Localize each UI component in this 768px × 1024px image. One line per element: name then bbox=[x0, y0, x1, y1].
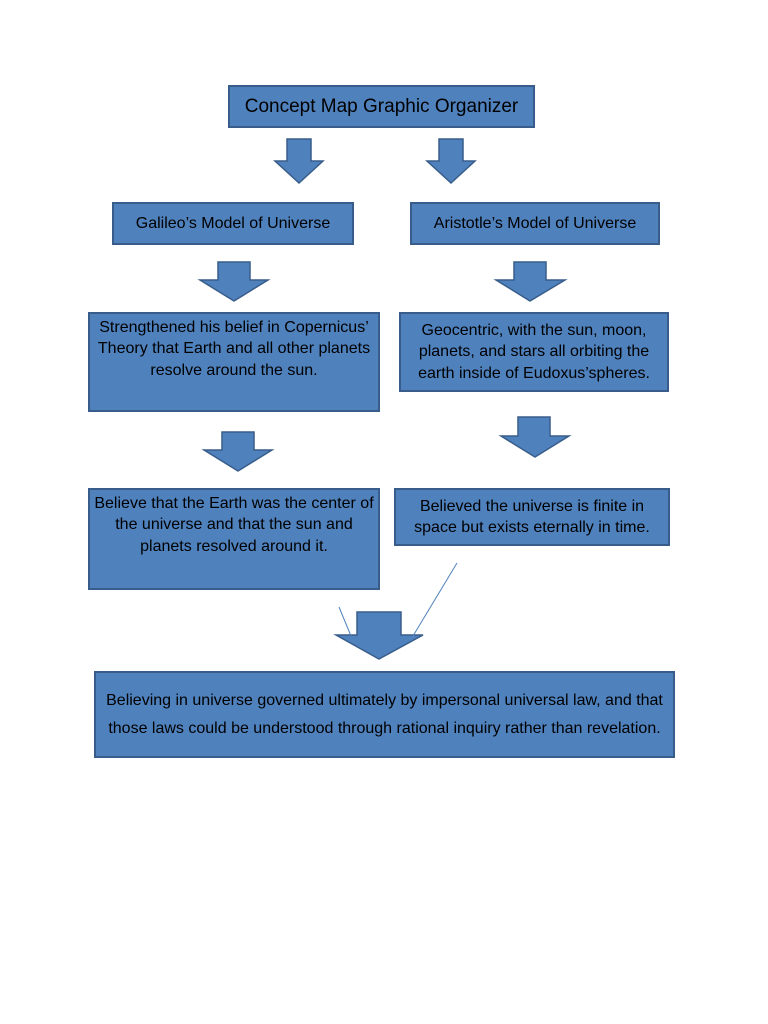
aristotle-detail-1-box: Geocentric, with the sun, moon, planets,… bbox=[399, 312, 669, 392]
aristotle-heading-text: Aristotle’s Model of Universe bbox=[433, 214, 637, 232]
down-arrow-galileo-heading bbox=[197, 261, 271, 302]
galileo-heading-box: Galileo’s Model of Universe bbox=[112, 202, 354, 245]
connector-line-right bbox=[412, 562, 458, 637]
down-arrow-title-right bbox=[425, 138, 477, 185]
galileo-detail-2-box: Believe that the Earth was the center of… bbox=[88, 488, 380, 590]
down-arrow-galileo-detail bbox=[201, 431, 275, 472]
aristotle-detail-2-text: Believed the universe is finite in space… bbox=[414, 497, 650, 536]
galileo-detail-1-box: Strengthened his belief in Copernicus’ T… bbox=[88, 312, 380, 412]
down-arrow-aristotle-heading bbox=[493, 261, 568, 302]
aristotle-heading-box: Aristotle’s Model of Universe bbox=[410, 202, 660, 245]
connector-line-left bbox=[338, 606, 352, 637]
conclusion-box: Believing in universe governed ultimatel… bbox=[94, 671, 675, 758]
down-arrow-aristotle-detail bbox=[498, 416, 572, 458]
title-text: Concept Map Graphic Organizer bbox=[244, 95, 519, 117]
down-arrow-title-left bbox=[273, 138, 325, 185]
aristotle-detail-1-text: Geocentric, with the sun, moon, planets,… bbox=[418, 322, 650, 382]
aristotle-detail-2-box: Believed the universe is finite in space… bbox=[394, 488, 670, 546]
galileo-detail-1-text: Strengthened his belief in Copernicus’ T… bbox=[97, 319, 371, 379]
conclusion-text: Believing in universe governed ultimatel… bbox=[106, 691, 663, 737]
title-box: Concept Map Graphic Organizer bbox=[228, 85, 535, 128]
galileo-detail-2-text: Believe that the Earth was the center of… bbox=[94, 495, 374, 555]
galileo-heading-text: Galileo’s Model of Universe bbox=[135, 214, 331, 232]
down-arrow-conclusion bbox=[333, 611, 424, 660]
